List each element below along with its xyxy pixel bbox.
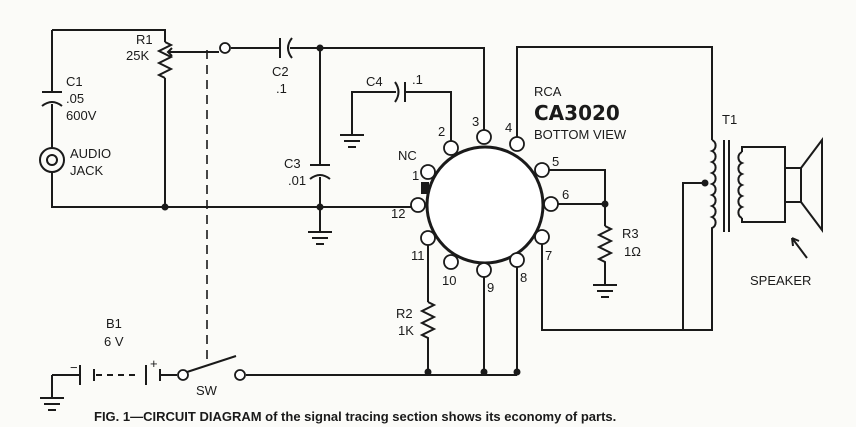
audio-jack-icon xyxy=(39,147,65,173)
switch-sw xyxy=(177,355,246,381)
b1-value: 6 V xyxy=(104,334,124,349)
c3-label: C3 xyxy=(284,156,301,171)
caption-rest: of the signal tracing section shows its … xyxy=(262,409,617,424)
ic-maker: RCA xyxy=(534,84,562,99)
c3-capacitor xyxy=(309,164,331,180)
r1-label: R1 xyxy=(136,32,153,47)
r1-value: 25K xyxy=(126,48,149,63)
c1-rating: 600V xyxy=(66,108,97,123)
c4-capacitor xyxy=(394,81,406,103)
c2-label: C2 xyxy=(272,64,289,79)
pin-4-label: 4 xyxy=(505,120,512,135)
ic-pins xyxy=(410,129,559,278)
speaker-label: SPEAKER xyxy=(750,273,811,288)
ic-key-tab xyxy=(421,182,429,194)
figure-caption: FIG. 1—CIRCUIT DIAGRAM of the signal tra… xyxy=(94,409,616,424)
r3-resistor xyxy=(596,225,614,266)
pin-3-label: 3 xyxy=(472,114,479,129)
c2-value: .1 xyxy=(276,81,287,96)
r2-resistor xyxy=(419,301,437,340)
pin-9-label: 9 xyxy=(487,280,494,295)
pin-1-label: 1 xyxy=(412,168,419,183)
b1-label: B1 xyxy=(106,316,122,331)
r2-value: 1K xyxy=(398,323,414,338)
pin-8-label: 8 xyxy=(520,270,527,285)
ground-icon xyxy=(40,134,617,411)
r2-label: R2 xyxy=(396,306,413,321)
transformer-t1 xyxy=(709,139,786,232)
r3-value: 1Ω xyxy=(624,244,641,259)
t1-label: T1 xyxy=(722,112,737,127)
speaker-icon xyxy=(784,137,823,259)
c3-value: .01 xyxy=(288,173,306,188)
c1-capacitor xyxy=(41,91,63,107)
b1-plus: + xyxy=(150,356,158,371)
jack-label-2: JACK xyxy=(70,163,104,178)
b1-minus: − xyxy=(70,360,78,375)
nc-label: NC xyxy=(398,148,417,163)
switch-terminal xyxy=(219,42,231,54)
pin-6-label: 6 xyxy=(562,187,569,202)
pin-10-label: 10 xyxy=(442,273,456,288)
pin-11-label: 11 xyxy=(411,248,425,263)
pin-12-label: 12 xyxy=(391,206,405,221)
pin-2-label: 2 xyxy=(438,124,445,139)
r3-label: R3 xyxy=(622,226,639,241)
c2-capacitor xyxy=(279,37,293,59)
r1-potentiometer xyxy=(156,41,178,79)
pin-5-label: 5 xyxy=(552,154,559,169)
caption-lead: FIG. 1—CIRCUIT DIAGRAM xyxy=(94,409,262,424)
ic-body xyxy=(425,145,545,265)
ic-view: BOTTOM VIEW xyxy=(534,127,627,142)
sw-label: SW xyxy=(196,383,218,398)
c4-label: C4 xyxy=(366,74,383,89)
pin-7-label: 7 xyxy=(545,248,552,263)
junction-dots xyxy=(161,44,609,376)
jack-label-1: AUDIO xyxy=(70,146,111,161)
c1-value: .05 xyxy=(66,91,84,106)
c1-label: C1 xyxy=(66,74,83,89)
ic-part-number: CA3020 xyxy=(534,101,620,125)
battery-b1 xyxy=(79,365,161,385)
c4-value: .1 xyxy=(412,72,423,87)
